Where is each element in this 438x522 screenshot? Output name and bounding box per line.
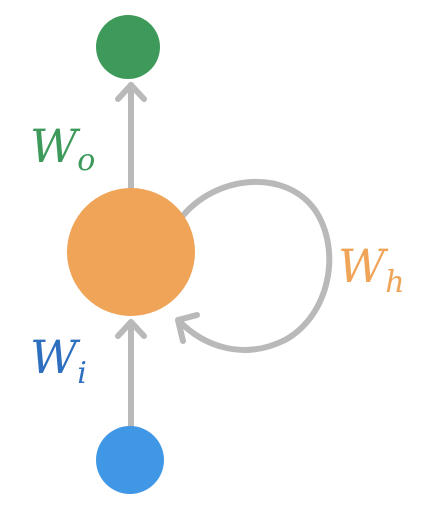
hidden-weight-subscript: h (385, 265, 404, 300)
recurrent-loop-edge (175, 178, 333, 353)
input-node (96, 426, 164, 494)
input-weight-main: W (30, 330, 81, 384)
output-weight-subscript: o (77, 143, 95, 178)
input-weight-subscript: i (77, 356, 87, 391)
hidden-weight-label: Wh (338, 239, 405, 300)
hidden-node (67, 188, 195, 316)
input-to-hidden-edge (115, 319, 147, 431)
output-weight-main: W (30, 119, 81, 173)
hidden-to-output-edge (115, 82, 147, 193)
input-weight-label: Wi (30, 330, 87, 391)
hidden-weight-main: W (338, 239, 389, 293)
output-weight-label: Wo (30, 119, 95, 178)
output-node (96, 15, 160, 79)
